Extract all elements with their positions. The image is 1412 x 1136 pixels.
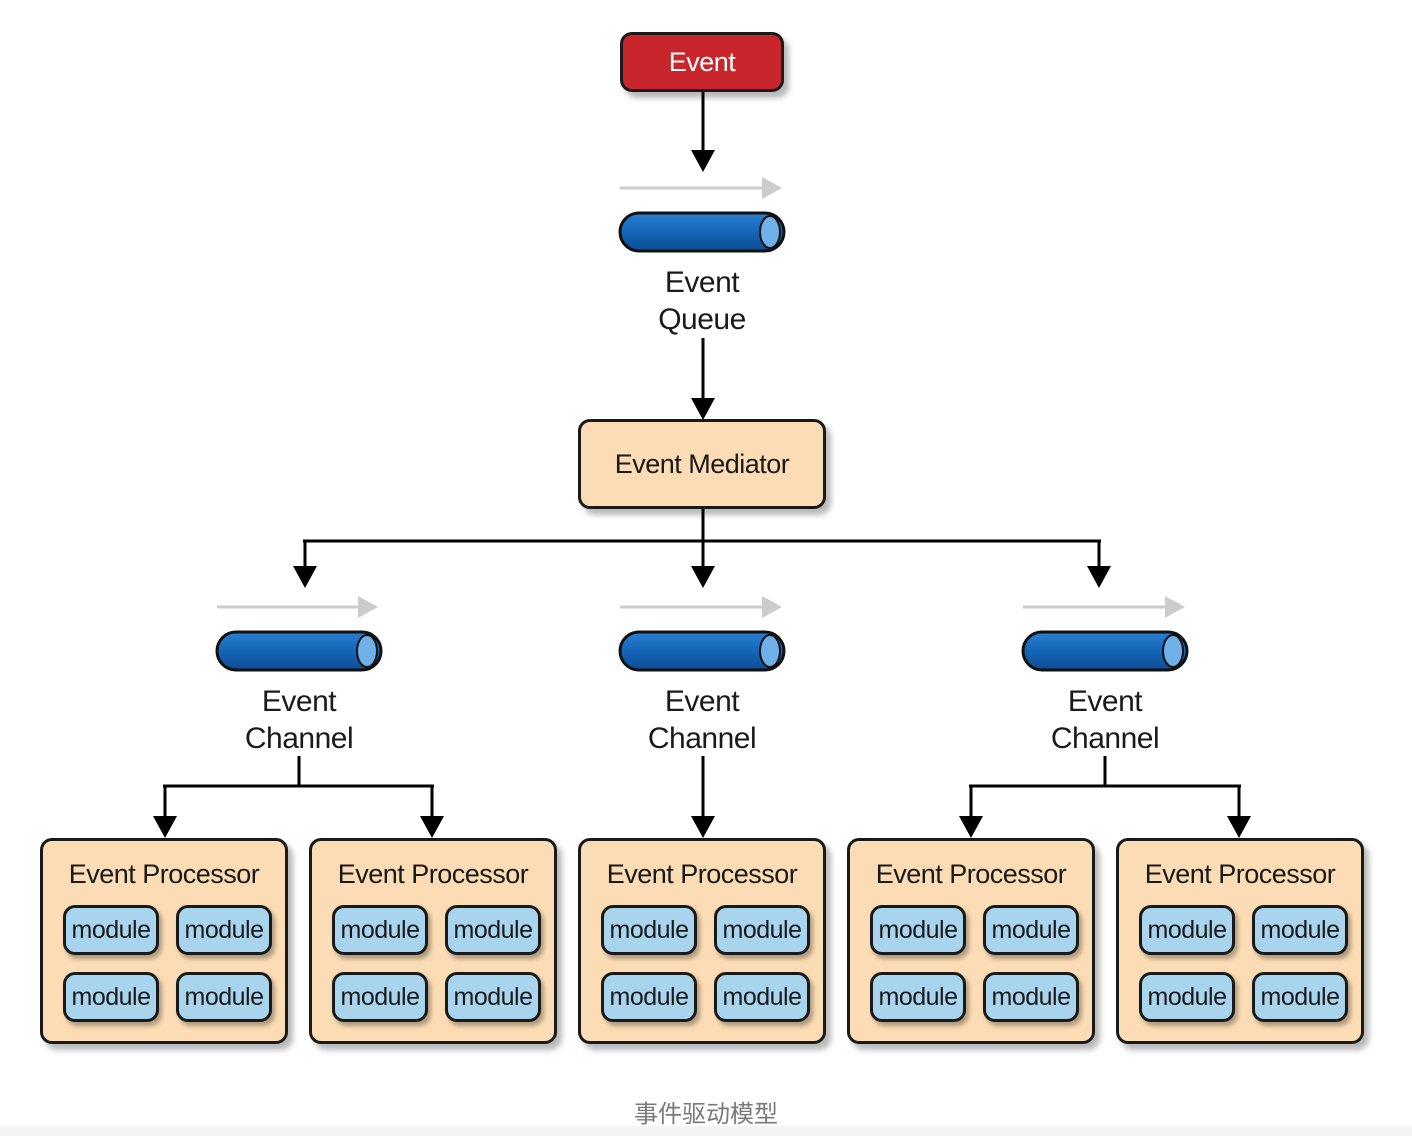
channel-pipe-2 bbox=[618, 630, 786, 672]
channel-label-line1: Event bbox=[664, 685, 740, 718]
module-box: module bbox=[63, 972, 159, 1022]
event-processor-1: Event Processor module module module mod… bbox=[40, 838, 288, 1044]
event-processor-5: Event Processor module module module mod… bbox=[1116, 838, 1364, 1044]
channel-flow-arrows bbox=[217, 596, 1185, 618]
module-box: module bbox=[983, 972, 1079, 1022]
event-queue-pipe bbox=[618, 211, 786, 253]
module-box: module bbox=[1139, 972, 1235, 1022]
module-box: module bbox=[601, 905, 697, 955]
event-processor-title: Event Processor bbox=[337, 859, 529, 889]
module-box: module bbox=[1139, 905, 1235, 955]
module-box: module bbox=[983, 905, 1079, 955]
module-box: module bbox=[445, 905, 541, 955]
channel-pipe-1 bbox=[215, 630, 383, 672]
module-box: module bbox=[1252, 905, 1348, 955]
event-processor-2: Event Processor module module module mod… bbox=[309, 838, 557, 1044]
module-box: module bbox=[332, 905, 428, 955]
event-processor-4: Event Processor module module module mod… bbox=[847, 838, 1095, 1044]
channel-label-line2: Channel bbox=[1050, 722, 1160, 755]
channel-pipe-3 bbox=[1021, 630, 1189, 672]
page-bottom-strip bbox=[0, 1126, 1412, 1136]
channel-label-line1: Event bbox=[1067, 685, 1143, 718]
module-box: module bbox=[870, 905, 966, 955]
module-box: module bbox=[63, 905, 159, 955]
module-box: module bbox=[445, 972, 541, 1022]
channel-label-line2: Channel bbox=[647, 722, 757, 755]
event-processor-3: Event Processor module module module mod… bbox=[578, 838, 826, 1044]
module-box: module bbox=[870, 972, 966, 1022]
arrows-channel3-to-processors bbox=[959, 756, 1251, 838]
module-box: module bbox=[176, 905, 272, 955]
arrow-event-to-queue bbox=[691, 92, 715, 172]
module-box: module bbox=[714, 972, 810, 1022]
event-mediator-node: Event Mediator bbox=[578, 419, 826, 509]
event-processor-title: Event Processor bbox=[606, 859, 798, 889]
event-label: Event bbox=[668, 46, 736, 77]
channel-label-line1: Event bbox=[261, 685, 337, 718]
module-box: module bbox=[1252, 972, 1348, 1022]
arrow-channel2-to-processor bbox=[691, 756, 715, 838]
arrow-queue-to-mediator bbox=[691, 338, 715, 420]
channel-label-3: Event Channel bbox=[1005, 683, 1205, 757]
event-queue-label: Event Queue bbox=[602, 264, 802, 338]
event-queue-label-line1: Event bbox=[664, 266, 740, 299]
channel-label-line2: Channel bbox=[244, 722, 354, 755]
event-queue-label-line2: Queue bbox=[658, 303, 746, 336]
event-mediator-label: Event Mediator bbox=[614, 448, 790, 479]
module-box: module bbox=[601, 972, 697, 1022]
module-box: module bbox=[332, 972, 428, 1022]
arrows-mediator-to-channels bbox=[293, 509, 1111, 588]
channel-label-1: Event Channel bbox=[199, 683, 399, 757]
module-box: module bbox=[714, 905, 810, 955]
event-processor-title: Event Processor bbox=[1144, 859, 1336, 889]
module-box: module bbox=[176, 972, 272, 1022]
channel-label-2: Event Channel bbox=[602, 683, 802, 757]
event-processor-title: Event Processor bbox=[875, 859, 1067, 889]
event-node: Event bbox=[620, 32, 784, 92]
arrows-channel1-to-processors bbox=[153, 756, 444, 838]
queue-flow-arrow bbox=[620, 177, 782, 199]
figure-caption: 事件驱动模型 bbox=[634, 1101, 778, 1128]
event-processor-title: Event Processor bbox=[68, 859, 260, 889]
